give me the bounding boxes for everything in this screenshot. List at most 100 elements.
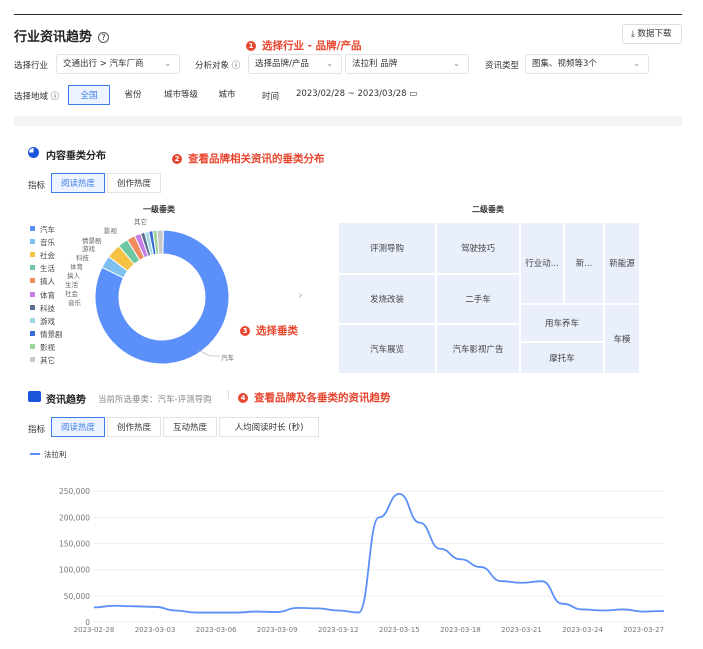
info-type-value: 图集、视频等3个 <box>532 59 597 69</box>
chevron-down-icon: ⌄ <box>326 59 333 68</box>
y-tick-label: 100,000 <box>59 566 90 575</box>
series-line-法拉利[interactable] <box>93 492 665 614</box>
pie-label-keji: 科技 <box>76 254 89 262</box>
legend-label: 生活 <box>40 264 55 274</box>
page-title: 行业资讯趋势? <box>14 26 110 45</box>
pie-slice[interactable] <box>94 229 230 365</box>
pie-label-youxi: 游戏 <box>82 245 95 253</box>
time-range-picker[interactable]: 2023/02/28 ~ 2023/03/28 ▭ <box>290 85 417 105</box>
download-button[interactable]: ⤓ 数据下载 <box>622 24 682 44</box>
target-brand-select[interactable]: 法拉利 品牌⌄ <box>345 54 469 74</box>
region-option-province[interactable]: 省份 <box>112 85 154 105</box>
pie-label-qiche: 汽车 <box>221 354 234 362</box>
pie-legend-item[interactable]: 游戏 <box>30 316 55 327</box>
current-category-label: 当前所选垂类：汽车-评测导购 <box>98 395 212 405</box>
pie-chart-icon <box>28 147 39 158</box>
tab-create-heat[interactable]: 创作热度 <box>107 173 161 193</box>
legend-label: 社会 <box>40 251 55 261</box>
x-tick-label: 2023-03-09 <box>257 626 298 634</box>
pie-label-shehui: 社会 <box>65 290 78 298</box>
time-range-value: 2023/02/28 ~ 2023/03/28 <box>296 89 407 99</box>
treemap-cell-yingshi-ad[interactable]: 汽车影视广告 <box>436 324 520 374</box>
pie-legend-item[interactable]: 社会 <box>30 250 55 261</box>
region-option-city[interactable]: 城市 <box>206 85 248 105</box>
pie-legend-item[interactable]: 体育 <box>30 290 55 301</box>
legend-label: 影视 <box>40 342 55 352</box>
treemap-cell-gaizhuang[interactable]: 发烧改装 <box>338 274 436 324</box>
industry-select-value: 交通出行 > 汽车厂商 <box>63 59 144 69</box>
section-divider <box>14 116 682 126</box>
x-tick-label: 2023-03-27 <box>623 626 664 634</box>
pie-label-qita: 其它 <box>134 218 147 226</box>
metric-label: 指标 <box>28 181 46 191</box>
chevron-down-icon: ⌄ <box>633 59 640 68</box>
download-label: 数据下载 <box>637 29 672 39</box>
annotation-3-number: 3 <box>240 326 250 336</box>
trend-line-chart[interactable]: 050,000100,000150,000200,000250,0002023-… <box>14 470 682 649</box>
region-option-national[interactable]: 全国 <box>68 85 110 105</box>
legend-swatch <box>30 291 35 297</box>
annotation-3-text: 选择垂类 <box>256 325 298 337</box>
trend-title: 资讯趋势 <box>46 395 86 406</box>
treemap-cell-yangche[interactable]: 用车养车 <box>520 304 604 342</box>
treemap-cell-zhanlan[interactable]: 汽车展览 <box>338 324 436 374</box>
legend-swatch <box>30 265 35 271</box>
chevron-down-icon: ⌄ <box>453 59 460 68</box>
pie-legend-item[interactable]: 汽车 <box>30 224 55 235</box>
annotation-1-text: 选择行业 - 品牌/产品 <box>262 40 362 52</box>
y-tick-label: 0 <box>85 618 90 627</box>
pie-label-yinyue: 音乐 <box>68 299 81 307</box>
info-type-select[interactable]: 图集、视频等3个 ⌄ <box>525 54 649 74</box>
pie-legend-item[interactable]: 情景剧 <box>30 329 63 340</box>
annotation-3: 3 选择垂类 <box>240 323 298 338</box>
treemap-cell-xin[interactable]: 新... <box>564 222 604 304</box>
target-type-select[interactable]: 选择品牌/产品⌄ <box>248 54 342 74</box>
treemap-cell-chemo[interactable]: 车模 <box>604 304 640 374</box>
treemap-cell-ershou[interactable]: 二手车 <box>436 274 520 324</box>
trend-tab-read-time[interactable]: 人均阅读时长 (秒) <box>219 417 319 437</box>
trend-tab-create-heat[interactable]: 创作热度 <box>107 417 161 437</box>
pie-chart[interactable] <box>80 210 300 375</box>
distribution-title: 内容垂类分布 <box>46 151 106 162</box>
trend-tab-interact-heat[interactable]: 互动热度 <box>163 417 217 437</box>
industry-select[interactable]: 交通出行 > 汽车厂商 ⌄ <box>56 54 180 74</box>
pie-legend-item[interactable]: 音乐 <box>30 237 55 248</box>
pie-legend-item[interactable]: 搞人 <box>30 276 55 287</box>
legend-swatch <box>30 317 35 323</box>
pie-label-gaoren: 搞人 <box>67 272 80 280</box>
help-icon[interactable]: ? <box>98 32 110 43</box>
treemap-cell-pingce[interactable]: 评测导购 <box>338 222 436 274</box>
pie-legend-item[interactable]: 其它 <box>30 355 55 366</box>
info-type-label: 资讯类型 <box>485 61 520 71</box>
pie-label-shenghuo: 生活 <box>65 281 78 289</box>
trend-icon <box>28 391 41 402</box>
treemap-cell-hangye[interactable]: 行业动... <box>520 222 564 304</box>
legend-swatch <box>30 239 35 245</box>
pie-legend-item[interactable]: 生活 <box>30 263 55 274</box>
legend-label: 科技 <box>40 303 55 313</box>
y-tick-label: 50,000 <box>64 592 90 601</box>
tab-read-heat[interactable]: 阅读热度 <box>51 173 105 193</box>
download-icon: ⤓ <box>631 29 635 39</box>
region-option-city-tier[interactable]: 城市等级 <box>156 85 206 105</box>
pie-legend-item[interactable]: 科技 <box>30 303 55 314</box>
trend-legend-label: 法拉利 <box>44 450 67 459</box>
treemap-cell-xinnengyuan[interactable]: 新能源 <box>604 222 640 304</box>
y-tick-label: 250,000 <box>59 487 90 496</box>
legend-label: 音乐 <box>40 238 55 248</box>
legend-label: 汽车 <box>40 225 55 234</box>
trend-tab-read-heat[interactable]: 阅读热度 <box>51 417 105 437</box>
top-divider <box>14 14 682 15</box>
time-label: 时间 <box>262 92 280 102</box>
treemap-cell-motuo[interactable]: 摩托车 <box>520 342 604 374</box>
calendar-icon: ▭ <box>409 89 418 99</box>
pie-title: 一级垂类 <box>143 205 175 214</box>
legend-swatch <box>30 343 35 349</box>
chevron-down-icon: ⌄ <box>164 59 171 68</box>
treemap-cell-jiashi[interactable]: 驾驶技巧 <box>436 222 520 274</box>
pie-legend-item[interactable]: 影视 <box>30 342 55 353</box>
pie-slice[interactable] <box>156 229 164 255</box>
pie-label-qingjingju: 情景剧 <box>82 237 102 245</box>
